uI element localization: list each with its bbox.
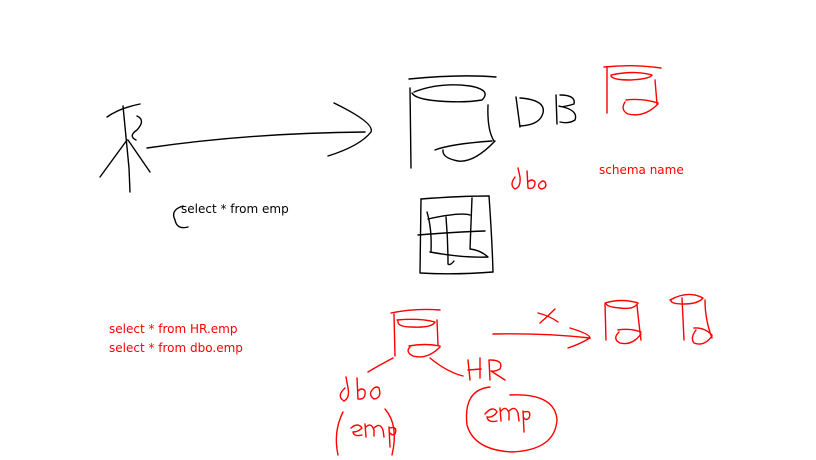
table-grid-icon	[417, 195, 494, 275]
schema-name-label: schema name	[599, 163, 684, 177]
branch-to-dbo	[367, 357, 394, 373]
arrow-to-schemas	[492, 308, 591, 349]
db-handwritten-label	[515, 94, 577, 128]
schema-cylinder-top-right	[603, 65, 662, 116]
dbo-top-handwritten	[511, 167, 547, 190]
schema-cylinder-2	[669, 293, 713, 345]
dbo-bottom-handwritten	[339, 376, 381, 402]
database-cylinder	[408, 75, 497, 169]
query-text-hr-emp: select * from HR.emp	[109, 322, 238, 336]
query-curl-mark	[172, 205, 189, 229]
schema-cylinder-1	[604, 299, 642, 345]
database-cylinder-red	[390, 308, 441, 358]
emp-right-ellipse	[465, 386, 558, 453]
user-stick-figure	[99, 103, 151, 193]
query-text-select-emp: select * from emp	[181, 202, 289, 216]
hr-handwritten	[467, 357, 506, 381]
arrow-user-to-database	[146, 102, 372, 157]
query-text-dbo-emp: select * from dbo.emp	[109, 341, 243, 355]
emp-left-ellipse	[335, 408, 397, 456]
branch-to-hr	[429, 357, 464, 377]
